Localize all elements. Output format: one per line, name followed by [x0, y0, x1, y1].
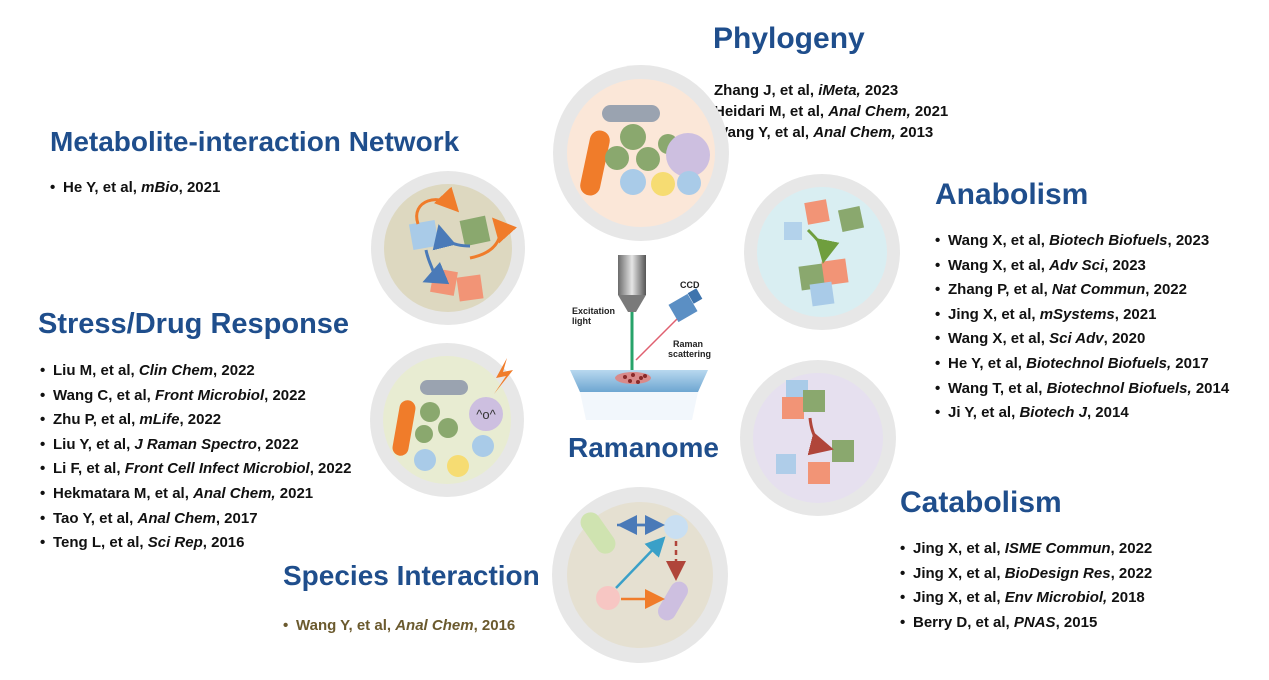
ref-item: Liu M, et al, Clin Chem, 2022 — [40, 359, 351, 384]
refs-species: Wang Y, et al, Anal Chem, 2016 — [283, 614, 515, 639]
heading-species-interaction: Species Interaction — [283, 560, 540, 591]
ref-item: Jing X, et al, Env Microbiol, 2018 — [900, 586, 1152, 611]
catabolism-disc — [740, 360, 896, 516]
ccd-detector-icon — [668, 293, 698, 323]
refs-phylogeny: Zhang J, et al, iMeta, 2023 Heidari M, e… — [714, 80, 948, 143]
ref-item: Jing X, et al, BioDesign Res, 2022 — [900, 562, 1152, 587]
ref-item: Wang C, et al, Front Microbiol, 2022 — [40, 384, 351, 409]
ref-item: Zhu P, et al, mLife, 2022 — [40, 408, 351, 433]
label-ccd: CCD — [680, 280, 700, 290]
ref-item: Wang X, et al, Biotech Biofuels, 2023 — [935, 229, 1229, 254]
label-raman: Raman — [673, 339, 703, 349]
refs-stress: Liu M, et al, Clin Chem, 2022 Wang C, et… — [40, 359, 351, 556]
objective-lens-icon — [618, 255, 646, 295]
ref-item: Zhang P, et al, Nat Commun, 2022 — [935, 278, 1229, 303]
ref-item: He Y, et al, Biotechnol Biofuels, 2017 — [935, 352, 1229, 377]
species-disc — [552, 487, 728, 663]
ref-item: Li F, et al, Front Cell Infect Microbiol… — [40, 457, 351, 482]
raman-instrument: Excitation light CCD Raman scattering — [570, 255, 711, 420]
ref-item: Wang X, et al, Sci Adv, 2020 — [935, 327, 1229, 352]
stress-disc: ^o^ — [370, 343, 524, 497]
ref-item: Wang T, et al, Biotechnol Biofuels, 2014 — [935, 377, 1229, 402]
refs-anabolism: Wang X, et al, Biotech Biofuels, 2023 Wa… — [935, 229, 1229, 426]
ref-item: He Y, et al, mBio, 2021 — [50, 176, 220, 201]
ref-item: Berry D, et al, PNAS, 2015 — [900, 611, 1152, 636]
heading-anabolism: Anabolism — [935, 178, 1089, 211]
ref-item: Wang X, et al, Adv Sci, 2023 — [935, 254, 1229, 279]
ref-item: Liu Y, et al, J Raman Spectro, 2022 — [40, 433, 351, 458]
heading-metabolite-interaction-network: Metabolite-interaction Network — [50, 126, 460, 157]
ref-item: Hekmatara M, et al, Anal Chem, 2021 — [40, 482, 351, 507]
lightning-icon — [494, 358, 513, 394]
ref-item: Ji Y, et al, Biotech J, 2014 — [935, 401, 1229, 426]
ref-item: Jing X, et al, ISME Commun, 2022 — [900, 537, 1152, 562]
heading-catabolism: Catabolism — [900, 486, 1062, 519]
ref-item: Jing X, et al, mSystems, 2021 — [935, 303, 1229, 328]
ref-item: Heidari M, et al, Anal Chem, 2021 — [714, 103, 949, 120]
svg-text:^o^: ^o^ — [476, 407, 496, 422]
label-excitation: Excitation — [572, 306, 615, 316]
heading-phylogeny: Phylogeny — [713, 22, 865, 55]
refs-metabolite: He Y, et al, mBio, 2021 — [50, 176, 220, 201]
label-light: light — [572, 316, 591, 326]
center-label-ramanome: Ramanome — [568, 432, 719, 463]
metabolite-disc — [371, 171, 525, 325]
heading-stress-drug-response: Stress/Drug Response — [38, 308, 350, 340]
refs-catabolism: Jing X, et al, ISME Commun, 2022 Jing X,… — [900, 537, 1152, 635]
ref-item: Tao Y, et al, Anal Chem, 2017 — [40, 507, 351, 532]
ref-item: Wang Y, et al, Anal Chem, 2013 — [714, 124, 934, 141]
anabolism-disc — [744, 174, 900, 330]
ref-item: Zhang J, et al, iMeta, 2023 — [714, 82, 899, 99]
label-scattering: scattering — [668, 349, 711, 359]
ref-item: Teng L, et al, Sci Rep, 2016 — [40, 531, 351, 556]
ref-item: Wang Y, et al, Anal Chem, 2016 — [283, 614, 515, 639]
phylogeny-disc — [553, 65, 729, 241]
